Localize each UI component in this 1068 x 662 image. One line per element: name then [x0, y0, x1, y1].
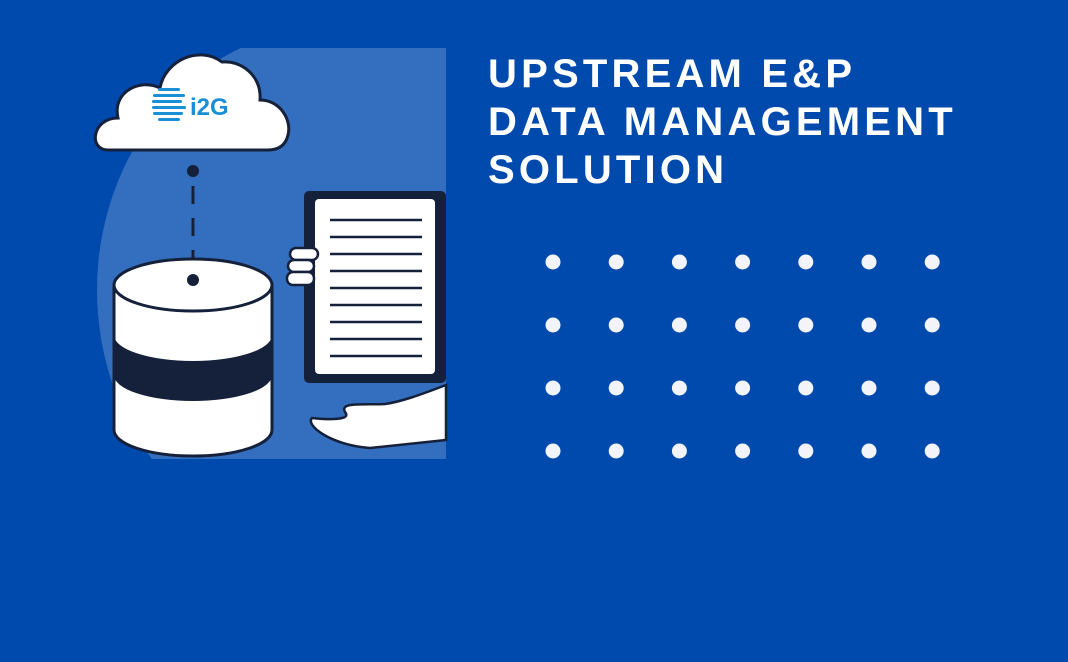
tablet-document-icon [285, 191, 446, 383]
logo-text: i2G [190, 94, 229, 121]
decor-dot [798, 254, 814, 270]
decor-dot [924, 380, 940, 396]
headline-line-3: SOLUTION [488, 148, 729, 192]
decor-dot [735, 443, 751, 459]
decor-dot [924, 254, 940, 270]
decor-dot [861, 443, 877, 459]
cloud-icon [93, 53, 291, 152]
decor-dot [608, 254, 624, 270]
hand-icon [309, 383, 448, 450]
i2g-logo: i2G [152, 88, 229, 121]
database-icon [112, 257, 274, 458]
decor-dot [861, 254, 877, 270]
decor-dot [924, 443, 940, 459]
decor-dot [545, 254, 561, 270]
headline-line-2: DATA MANAGEMENT [488, 100, 957, 144]
fingers-icon [285, 246, 320, 287]
headline-line-1: UPSTREAM E&P [488, 52, 857, 96]
data-management-illustration: i2G [93, 48, 448, 459]
decor-dot [861, 317, 877, 333]
decor-dot [608, 443, 624, 459]
decor-dot [735, 380, 751, 396]
decor-dot [671, 443, 687, 459]
decor-dot [671, 317, 687, 333]
decor-dot [798, 443, 814, 459]
decor-dot [924, 317, 940, 333]
decor-dot [545, 380, 561, 396]
decor-dot [671, 254, 687, 270]
decor-dot [545, 317, 561, 333]
decor-dot [608, 317, 624, 333]
decor-dot [798, 317, 814, 333]
decor-dot [608, 380, 624, 396]
headline: UPSTREAM E&P DATA MANAGEMENT SOLUTION [488, 50, 957, 194]
decor-dot [861, 380, 877, 396]
decor-dot [735, 254, 751, 270]
decor-dot [671, 380, 687, 396]
decor-dot [545, 443, 561, 459]
decor-dot [735, 317, 751, 333]
decor-dot [798, 380, 814, 396]
